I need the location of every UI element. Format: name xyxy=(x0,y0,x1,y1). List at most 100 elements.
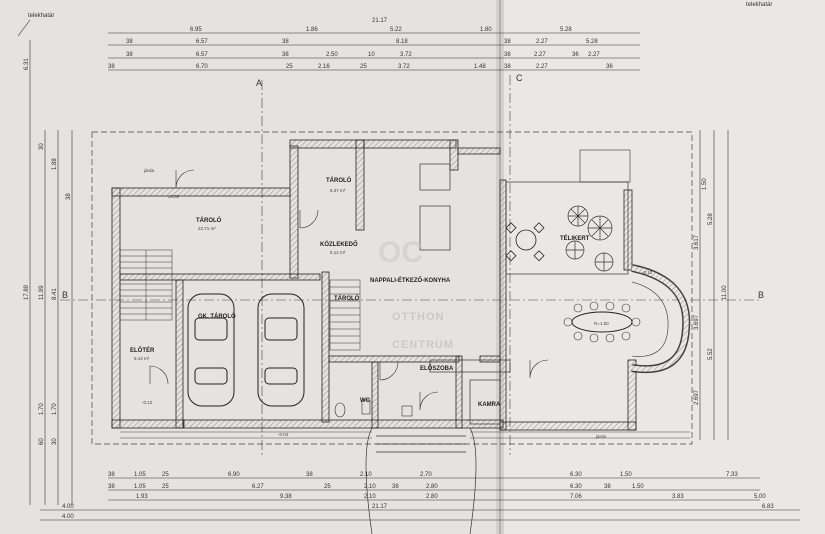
svg-text:7.06: 7.06 xyxy=(570,494,582,500)
svg-text:38: 38 xyxy=(392,484,399,490)
room-label-storage-left: TÁROLÓ xyxy=(196,216,222,224)
svg-text:17.89: 17.89 xyxy=(24,284,30,300)
svg-text:5.52: 5.52 xyxy=(708,348,714,360)
bottom-dimension-row-3: 1.93 9.38 2.10 2.80 7.06 3.83 5.00 xyxy=(136,494,766,500)
svg-text:38: 38 xyxy=(306,472,313,478)
left-dimension-lines xyxy=(29,40,73,505)
room-label-wc: WC xyxy=(360,398,371,404)
svg-text:6.30: 6.30 xyxy=(570,472,582,478)
room-label-storage-top: TÁROLÓ xyxy=(326,176,352,184)
garage-car-1 xyxy=(187,293,235,407)
top-dimension-row-3: 38 6.57 38 2.50 10 3.72 38 2.27 36 2.27 xyxy=(126,52,600,58)
svg-text:38: 38 xyxy=(126,39,133,45)
top-dimension-row-2: 38 6.57 38 8.18 38 2.27 5.28 xyxy=(126,39,598,45)
svg-text:38: 38 xyxy=(108,64,115,70)
staircase-center xyxy=(329,279,361,351)
svg-text:10: 10 xyxy=(368,52,375,58)
svg-text:6.90: 6.90 xyxy=(228,472,240,478)
watermark-text-1: OTTHON xyxy=(392,311,444,323)
svg-text:38: 38 xyxy=(126,52,133,58)
svg-text:3.83: 3.83 xyxy=(672,494,684,500)
room-label-corridor: KÖZLEKEDŐ xyxy=(320,241,358,248)
svg-text:1.86: 1.86 xyxy=(306,27,318,33)
svg-text:30: 30 xyxy=(39,143,45,150)
watermark: OC OTTHON CENTRUM xyxy=(378,236,453,351)
svg-text:8.18: 8.18 xyxy=(396,39,408,45)
section-axis-a: A xyxy=(256,78,263,455)
left-dimension-labels: 6.31 30 1.88 38 17.89 11.99 8.41 1.70 1.… xyxy=(24,58,72,445)
svg-text:38: 38 xyxy=(504,52,511,58)
svg-text:25: 25 xyxy=(324,484,331,490)
room-area-storage-left: 22.71 m² xyxy=(198,226,216,231)
room-label-storage-mid: TÁROLÓ xyxy=(334,294,360,302)
bottom-dimension-lines xyxy=(40,477,800,521)
room-area-corridor: 6.12 m² xyxy=(330,250,346,255)
svg-text:6.57: 6.57 xyxy=(196,39,208,45)
room-area-storage-top: 5.37 m² xyxy=(330,188,346,193)
svg-text:3.72: 3.72 xyxy=(398,64,410,70)
svg-text:2.10: 2.10 xyxy=(364,494,376,500)
svg-text:C: C xyxy=(516,73,523,83)
svg-text:1.70: 1.70 xyxy=(52,403,58,415)
svg-text:±0.00: ±0.00 xyxy=(168,194,180,199)
svg-text:2.697: 2.697 xyxy=(694,389,700,405)
svg-text:38: 38 xyxy=(282,52,289,58)
svg-text:1.48: 1.48 xyxy=(474,64,486,70)
wintergarden-table xyxy=(505,222,545,262)
svg-text:8.41: 8.41 xyxy=(52,288,58,300)
wc-fixtures xyxy=(334,399,413,418)
svg-text:1.80: 1.80 xyxy=(480,27,492,33)
svg-text:7.33: 7.33 xyxy=(726,472,738,478)
circle-radius-label: R=1.50 xyxy=(594,321,609,326)
svg-text:-0.12: -0.12 xyxy=(642,270,653,275)
svg-text:21.17: 21.17 xyxy=(372,18,388,24)
svg-text:60: 60 xyxy=(39,438,45,445)
top-dimension-row-1: 6.95 1.86 5.22 21.17 1.80 5.28 xyxy=(190,18,572,33)
room-label-entry: ELŐTÉR xyxy=(130,346,155,354)
svg-text:2.10: 2.10 xyxy=(364,484,376,490)
room-labels: TÁROLÓ 22.71 m² TÁROLÓ 5.37 m² KÖZLEKEDŐ… xyxy=(130,176,590,408)
svg-text:1.93: 1.93 xyxy=(136,494,148,500)
svg-text:2.16: 2.16 xyxy=(318,64,330,70)
svg-text:38: 38 xyxy=(108,472,115,478)
svg-text:5.00: 5.00 xyxy=(754,494,766,500)
svg-text:4.00: 4.00 xyxy=(62,504,74,510)
svg-text:2.70: 2.70 xyxy=(420,472,432,478)
svg-text:21.17: 21.17 xyxy=(372,504,388,510)
svg-text:B: B xyxy=(758,290,764,300)
svg-text:2.27: 2.27 xyxy=(588,52,600,58)
svg-text:2.80: 2.80 xyxy=(426,484,438,490)
plot-boundary-label: telekhatár xyxy=(28,13,54,19)
svg-text:6.57: 6.57 xyxy=(196,52,208,58)
svg-text:2.27: 2.27 xyxy=(536,64,548,70)
bottom-dimension-row-5: 4.00 xyxy=(62,514,74,520)
room-label-hall: ELŐSZOBA xyxy=(420,365,454,372)
garage-car-2 xyxy=(257,293,305,407)
svg-text:30: 30 xyxy=(52,438,58,445)
svg-text:5.28: 5.28 xyxy=(560,27,572,33)
svg-text:3.697: 3.697 xyxy=(694,314,700,330)
sidewalk xyxy=(120,431,690,439)
svg-text:-0.04: -0.04 xyxy=(278,432,289,437)
door-swings xyxy=(149,169,549,411)
room-label-wintergarden: TÉLIKERT xyxy=(560,234,590,242)
svg-text:11.99: 11.99 xyxy=(39,285,45,300)
svg-text:2.27: 2.27 xyxy=(534,52,546,58)
watermark-logo: OC xyxy=(378,236,423,269)
svg-text:1.88: 1.88 xyxy=(52,158,58,170)
wintergarden-plants xyxy=(565,205,614,272)
level-marks: ±0.00 -0.12 -0.04 -0.12 járda járda xyxy=(142,168,653,439)
bottom-dimension-row-2: 38 1.05 25 6.27 25 2.10 38 2.80 6.30 38 … xyxy=(108,484,644,490)
svg-text:25: 25 xyxy=(162,472,169,478)
dining-table: R=1.50 xyxy=(563,301,641,343)
right-dimension-labels: 1.50 5.28 3.617 11.00 3.697 5.52 2.697 xyxy=(694,178,728,405)
top-dimension-row-4: 38 6.70 25 2.16 25 3.72 1.48 38 2.27 36 xyxy=(108,64,613,70)
svg-text:36: 36 xyxy=(572,52,579,58)
room-label-living: NAPPALI-ÉTKEZŐ-KONYHA xyxy=(370,276,451,284)
svg-text:6.30: 6.30 xyxy=(570,484,582,490)
svg-text:6.31: 6.31 xyxy=(24,58,30,70)
svg-text:38: 38 xyxy=(604,484,611,490)
svg-text:1.50: 1.50 xyxy=(632,484,644,490)
svg-text:38: 38 xyxy=(504,39,511,45)
